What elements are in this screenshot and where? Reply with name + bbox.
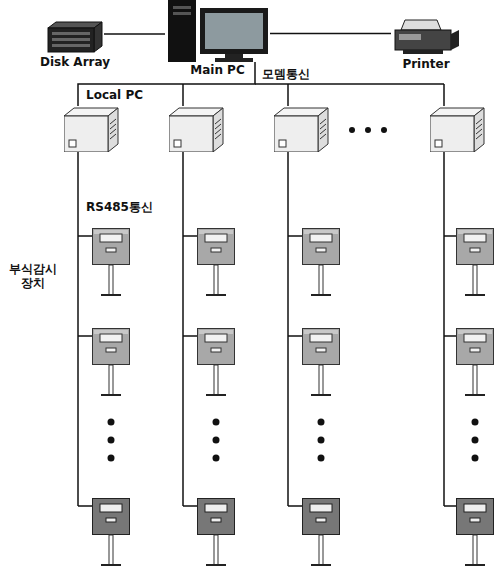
- annotation-label: 모뎀통신: [262, 67, 310, 81]
- equipment-node: Disk Array: [36, 20, 114, 69]
- rs485-line: [443, 152, 445, 506]
- corrosion-monitor-device: [457, 499, 494, 566]
- network-link: [104, 33, 165, 35]
- rs485-line: [182, 152, 184, 506]
- equipment-icon: [386, 16, 466, 56]
- equipment-icon: [165, 0, 270, 62]
- corrosion-monitor-device: [93, 329, 130, 396]
- modem-bus: [255, 83, 444, 85]
- rs485-line: [287, 152, 289, 506]
- corrosion-monitor-device: [93, 229, 130, 296]
- corrosion-monitor-device: [93, 499, 130, 566]
- corrosion-monitor-device: [303, 499, 340, 566]
- rs485-line: [77, 152, 79, 506]
- equipment-icon: [64, 106, 154, 152]
- ellipsis-dot: [365, 127, 371, 133]
- annotation-label: 부식감시 장치: [4, 262, 62, 290]
- local-pc-icon: [274, 108, 328, 152]
- node-label: Local PC: [64, 88, 154, 102]
- equipment-node: Local PC: [64, 88, 154, 152]
- node-label: Disk Array: [36, 55, 114, 69]
- local-pc-icon: [169, 108, 223, 152]
- annotation-label: RS485통신: [86, 200, 153, 214]
- local-pc-icon: [430, 108, 484, 152]
- equipment-node: Printer: [386, 16, 466, 71]
- ellipsis-dots: [108, 419, 479, 462]
- bus-drop: [443, 84, 445, 106]
- corrosion-monitor-device: [303, 229, 340, 296]
- corrosion-monitor-device: [198, 499, 235, 566]
- node-label: Printer: [386, 57, 466, 71]
- node-label: Main PC: [165, 63, 270, 77]
- bus-drop: [287, 84, 289, 106]
- equipment-icon: [36, 20, 114, 54]
- corrosion-monitor-device: [457, 329, 494, 396]
- equipment-node: Main PC: [165, 0, 270, 77]
- rs485-branches: [78, 236, 456, 506]
- corrosion-monitor-device: [457, 229, 494, 296]
- ellipsis-dot: [381, 127, 387, 133]
- corrosion-monitor-device: [303, 329, 340, 396]
- ellipsis-dot: [349, 127, 355, 133]
- corrosion-monitor-device: [198, 329, 235, 396]
- corrosion-monitor-device: [198, 229, 235, 296]
- network-link: [270, 33, 391, 35]
- bus-drop: [182, 84, 184, 106]
